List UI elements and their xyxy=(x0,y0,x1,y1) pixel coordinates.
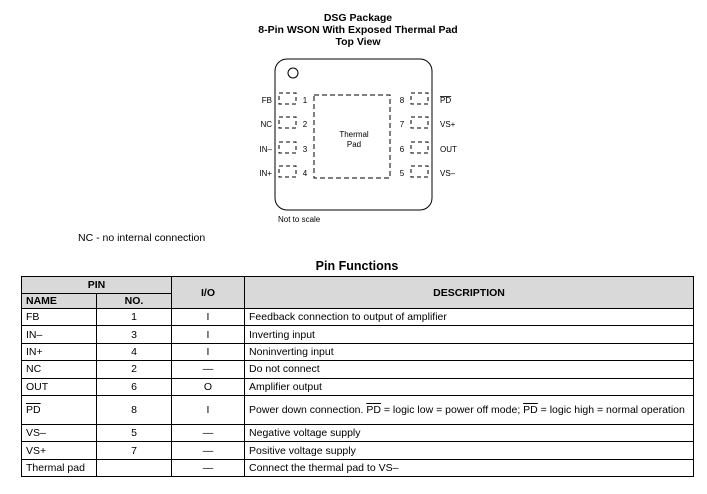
io-cell: I xyxy=(171,394,246,425)
pin-name-cell: VS– xyxy=(21,423,97,443)
table-row: Thermal pad — Connect the thermal pad to… xyxy=(21,458,695,478)
description-cell: Feedback connection to output of amplifi… xyxy=(244,307,695,327)
pin-number: 8 xyxy=(400,96,405,105)
pin-number-cell: 4 xyxy=(95,342,173,362)
table-row: VS+ 7 — Positive voltage supply xyxy=(21,441,695,460)
io-cell: — xyxy=(171,423,246,443)
pin-number-cell: 7 xyxy=(95,441,173,460)
pin-name-cell: FB xyxy=(21,307,97,327)
table-header-row: NAME NO. xyxy=(21,293,694,309)
right-pin: VS+ 7 xyxy=(400,116,456,129)
pin-name: PD xyxy=(440,96,451,105)
description-cell: Connect the thermal pad to VS– xyxy=(244,458,695,478)
nc-note: NC - no internal connection xyxy=(78,232,206,244)
pin-name: FB xyxy=(262,96,272,105)
thermal-pad-label: Pad xyxy=(347,140,361,149)
pin-name-cell: IN– xyxy=(21,325,97,344)
thermal-pad xyxy=(313,94,391,179)
pin-number-cell: 5 xyxy=(95,423,173,443)
desc-part: = logic low = power off mode; xyxy=(380,403,524,416)
pin-name: OUT xyxy=(440,145,457,154)
description-cell: Positive voltage supply xyxy=(244,441,695,460)
pin-name-cell: PD xyxy=(21,394,97,425)
pin-number: 7 xyxy=(400,120,405,129)
pin-number-cell: 8 xyxy=(95,394,173,425)
pin-number: 4 xyxy=(303,169,308,178)
pin-number: 5 xyxy=(400,169,405,178)
package-body xyxy=(274,58,433,211)
pin-name-cell: Thermal pad xyxy=(21,458,97,478)
pin-name-cell: OUT xyxy=(21,377,97,396)
description-cell: Noninverting input xyxy=(244,342,695,362)
right-pin: VS– 5 xyxy=(400,165,456,178)
thermal-pad-label: Thermal xyxy=(339,130,369,139)
package-diagram: Thermal Pad FB 1 NC 2 IN– 3 IN+ 4 PD 8 V… xyxy=(259,58,457,224)
description-cell: Power down connection. PD = logic low = … xyxy=(244,394,695,425)
left-pin: IN– 3 xyxy=(260,141,308,154)
io-cell: O xyxy=(171,377,246,396)
pin-number-cell: 3 xyxy=(95,325,173,344)
no-header: NO. xyxy=(95,293,173,309)
io-cell: I xyxy=(171,325,246,344)
io-cell: — xyxy=(171,360,246,379)
package-title-line: Top View xyxy=(335,36,381,48)
pin-name-cell: IN+ xyxy=(21,342,97,362)
pin-functions-table: PIN I/O DESCRIPTION NAME NO. FB 1 I Feed… xyxy=(20,276,695,478)
description-cell: Inverting input xyxy=(244,325,695,344)
pin-number-cell xyxy=(95,458,173,478)
pin-header: PIN xyxy=(20,276,173,294)
desc-part: Power down connection. xyxy=(249,403,367,416)
desc-part-overline: PD xyxy=(523,403,538,416)
io-cell: — xyxy=(171,441,246,460)
table-title: Pin Functions xyxy=(315,259,399,273)
pin-name: IN+ xyxy=(259,169,272,178)
right-pin: OUT 6 xyxy=(400,141,457,154)
pin-number: 3 xyxy=(303,145,308,154)
left-pin: FB 1 xyxy=(262,92,308,105)
pin-number: 1 xyxy=(303,96,308,105)
pin-name: VS+ xyxy=(440,120,456,129)
package-title-line: 8-Pin WSON With Exposed Thermal Pad xyxy=(258,24,458,36)
pin-number-cell: 1 xyxy=(95,307,173,327)
pin-number: 2 xyxy=(303,120,308,129)
io-cell: I xyxy=(171,307,246,327)
package-title-line: DSG Package xyxy=(323,12,393,24)
name-header: NAME xyxy=(21,293,97,309)
package-title: DSG Package 8-Pin WSON With Exposed Ther… xyxy=(200,12,516,48)
table-row: IN– 3 I Inverting input xyxy=(21,325,695,344)
right-pin: PD 8 xyxy=(400,92,451,105)
table-row: OUT 6 O Amplifier output xyxy=(21,377,695,396)
io-cell: I xyxy=(171,342,246,362)
pin-name: NC xyxy=(260,120,272,129)
table-row: NC 2 — Do not connect xyxy=(21,360,695,379)
pin-name: VS– xyxy=(440,169,456,178)
left-pin: NC 2 xyxy=(260,116,308,129)
pin-number-cell: 2 xyxy=(95,360,173,379)
table-row: FB 1 I Feedback connection to output of … xyxy=(21,307,695,327)
io-header: I/O xyxy=(171,276,246,309)
description-cell: Amplifier output xyxy=(244,377,695,396)
pin-name-cell: VS+ xyxy=(21,441,97,460)
description-cell: Do not connect xyxy=(244,360,695,379)
table-header-row: PIN I/O DESCRIPTION xyxy=(20,276,695,309)
description-header: DESCRIPTION xyxy=(244,276,695,309)
pin-number-cell: 6 xyxy=(95,377,173,396)
io-cell: — xyxy=(171,458,246,478)
table-row: PD 8 I Power down connection. PD = logic… xyxy=(21,394,695,425)
pin-name-overline: PD xyxy=(26,403,41,416)
desc-part: = logic high = normal operation xyxy=(537,403,685,416)
description-cell: Negative voltage supply xyxy=(244,423,695,443)
pin-name-cell: NC xyxy=(21,360,97,379)
table-row: VS– 5 — Negative voltage supply xyxy=(21,423,695,443)
scale-note: Not to scale xyxy=(278,215,321,224)
pin1-marker-icon xyxy=(287,67,299,79)
pin-number: 6 xyxy=(400,145,405,154)
pin-name: IN– xyxy=(260,145,273,154)
table-row: IN+ 4 I Noninverting input xyxy=(21,342,695,362)
desc-part-overline: PD xyxy=(366,403,381,416)
left-pin: IN+ 4 xyxy=(259,165,308,178)
